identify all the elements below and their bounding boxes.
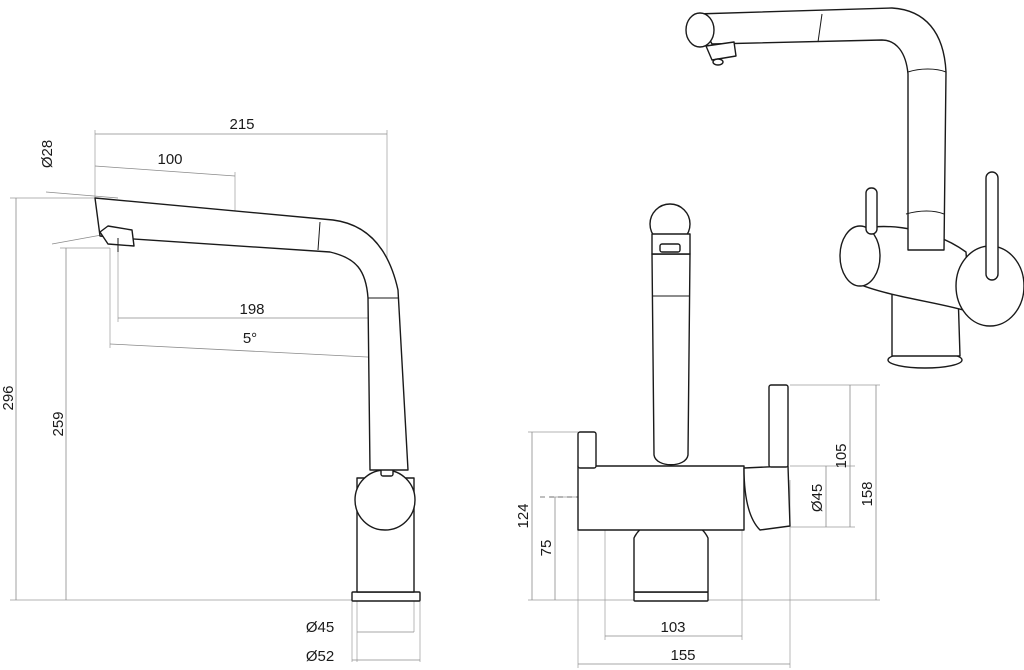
persp-aerator-outlet (712, 58, 724, 66)
front-left-handle (577, 431, 597, 469)
front-view-extension-lines (528, 384, 880, 668)
dim-label-height-total: 296 (0, 385, 17, 410)
persp-spout (695, 7, 947, 251)
side-view-extension-lines (10, 130, 421, 662)
dim-label-reach-total: 215 (229, 116, 254, 133)
dim-label-body-diameter: Ø45 (306, 619, 334, 636)
dim-label-spout-height: 259 (50, 411, 67, 436)
side-aerator (99, 225, 135, 247)
persp-aerator (705, 41, 737, 61)
front-lever-housing (743, 465, 791, 531)
front-body (577, 465, 745, 531)
perspective-view (685, 7, 1024, 369)
front-base-plate (633, 591, 709, 602)
dim-label-total-height: 158 (859, 481, 876, 506)
dim-label-outlet-diameter: Ø28 (39, 140, 56, 168)
front-right-handle (768, 384, 789, 468)
dim-label-spout-tip: 100 (157, 151, 182, 168)
front-aerator (659, 243, 681, 253)
dim-label-lever-height: 105 (833, 443, 850, 468)
side-view-faucet (94, 197, 421, 602)
side-lever-knob (354, 469, 416, 531)
dim-label-base-width: 103 (660, 619, 685, 636)
dim-label-base-diameter: Ø52 (306, 648, 334, 665)
persp-spout-tip (685, 12, 715, 48)
dim-label-tilt-angle: 5° (243, 330, 257, 347)
front-spout-column (651, 253, 691, 466)
front-view: 124 75 105 158 Ø45 103 155 (515, 203, 880, 668)
dim-label-reach-outlet: 198 (239, 301, 264, 318)
side-view: 296 259 215 100 Ø28 198 5° Ø45 Ø52 (0, 116, 421, 665)
dim-label-handle-height: 124 (515, 503, 532, 528)
side-base-plate (351, 591, 421, 602)
side-view-dimension-lines (15, 133, 420, 661)
persp-left-boss (839, 225, 881, 287)
persp-left-handle (865, 187, 878, 235)
persp-right-handle (985, 171, 999, 281)
front-view-faucet (577, 203, 791, 602)
side-spout (94, 197, 409, 471)
dim-label-total-width: 155 (670, 647, 695, 664)
dim-label-lever-diameter: Ø45 (809, 484, 826, 512)
dim-label-body-height: 75 (538, 540, 555, 557)
